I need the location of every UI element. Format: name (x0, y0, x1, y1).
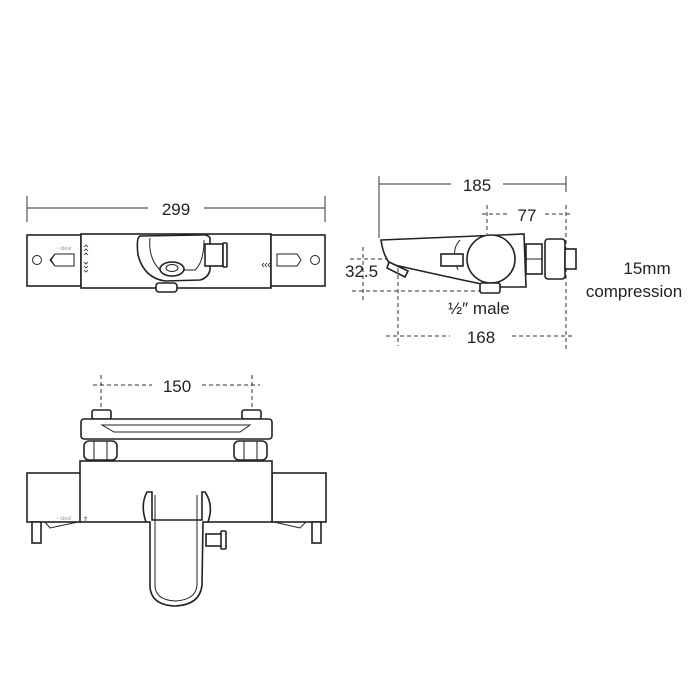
dimension-label-32-5: 32.5 (345, 262, 378, 281)
bottom-outlet (155, 282, 178, 293)
inlet-connection-label-line2: compression (586, 282, 682, 301)
right-leg (311, 521, 322, 544)
flow-arrows-right (261, 262, 271, 268)
dimension-label-299: 299 (162, 200, 190, 219)
brand-logo-front: ◔ ideal (56, 516, 71, 522)
inlet-pipe-stub (564, 248, 577, 270)
left-inlet-stub (91, 409, 112, 420)
left-end-block (26, 472, 82, 523)
dimension-77: 77 (482, 205, 572, 350)
right-end-cap (270, 234, 326, 287)
diverter-button (204, 243, 224, 267)
side-view: 185 77 32.5 (345, 176, 682, 350)
valve-body-circle (466, 234, 516, 284)
control-knob (159, 261, 185, 277)
brand-logo: ◔ ideal (56, 246, 71, 252)
dimension-299: 299 (26, 196, 326, 222)
dimension-label-185: 185 (463, 176, 491, 195)
dimension-32-5: 32.5 (345, 247, 482, 302)
dimension-185: 185 (378, 176, 567, 238)
left-leg (31, 521, 42, 544)
right-slot (276, 253, 302, 267)
dimension-150: 150 (93, 375, 260, 407)
front-view: 150 ◔ ideal ⇑ (26, 375, 327, 607)
bottom-outlet-side (479, 282, 501, 294)
dimension-label-77: 77 (518, 206, 537, 225)
arrow-mark-front: ⇑ (83, 516, 88, 523)
spout-front (142, 491, 212, 607)
dimension-label-150: 150 (163, 377, 191, 396)
temperature-arrows-left (83, 244, 89, 273)
dimension-168: 168 (386, 268, 572, 347)
compression-fitting (544, 238, 566, 280)
wall-bracket (80, 418, 273, 440)
left-inlet-nut (83, 440, 118, 461)
right-inlet-nut (233, 440, 268, 461)
lever-housing (136, 234, 211, 282)
right-end-block (271, 472, 327, 523)
lever-stub (440, 253, 464, 267)
outlet-thread-label: ½″ male (448, 299, 510, 318)
right-inlet-stub (241, 409, 262, 420)
inlet-connection-label-line1: 15mm (623, 259, 670, 278)
right-fixing-hole (310, 255, 320, 265)
left-fixing-hole (32, 255, 42, 265)
left-end-cap (26, 234, 82, 287)
dimension-label-168: 168 (467, 328, 495, 347)
top-view: 299 ◔ ideal (26, 196, 326, 293)
main-body-front (79, 460, 273, 523)
